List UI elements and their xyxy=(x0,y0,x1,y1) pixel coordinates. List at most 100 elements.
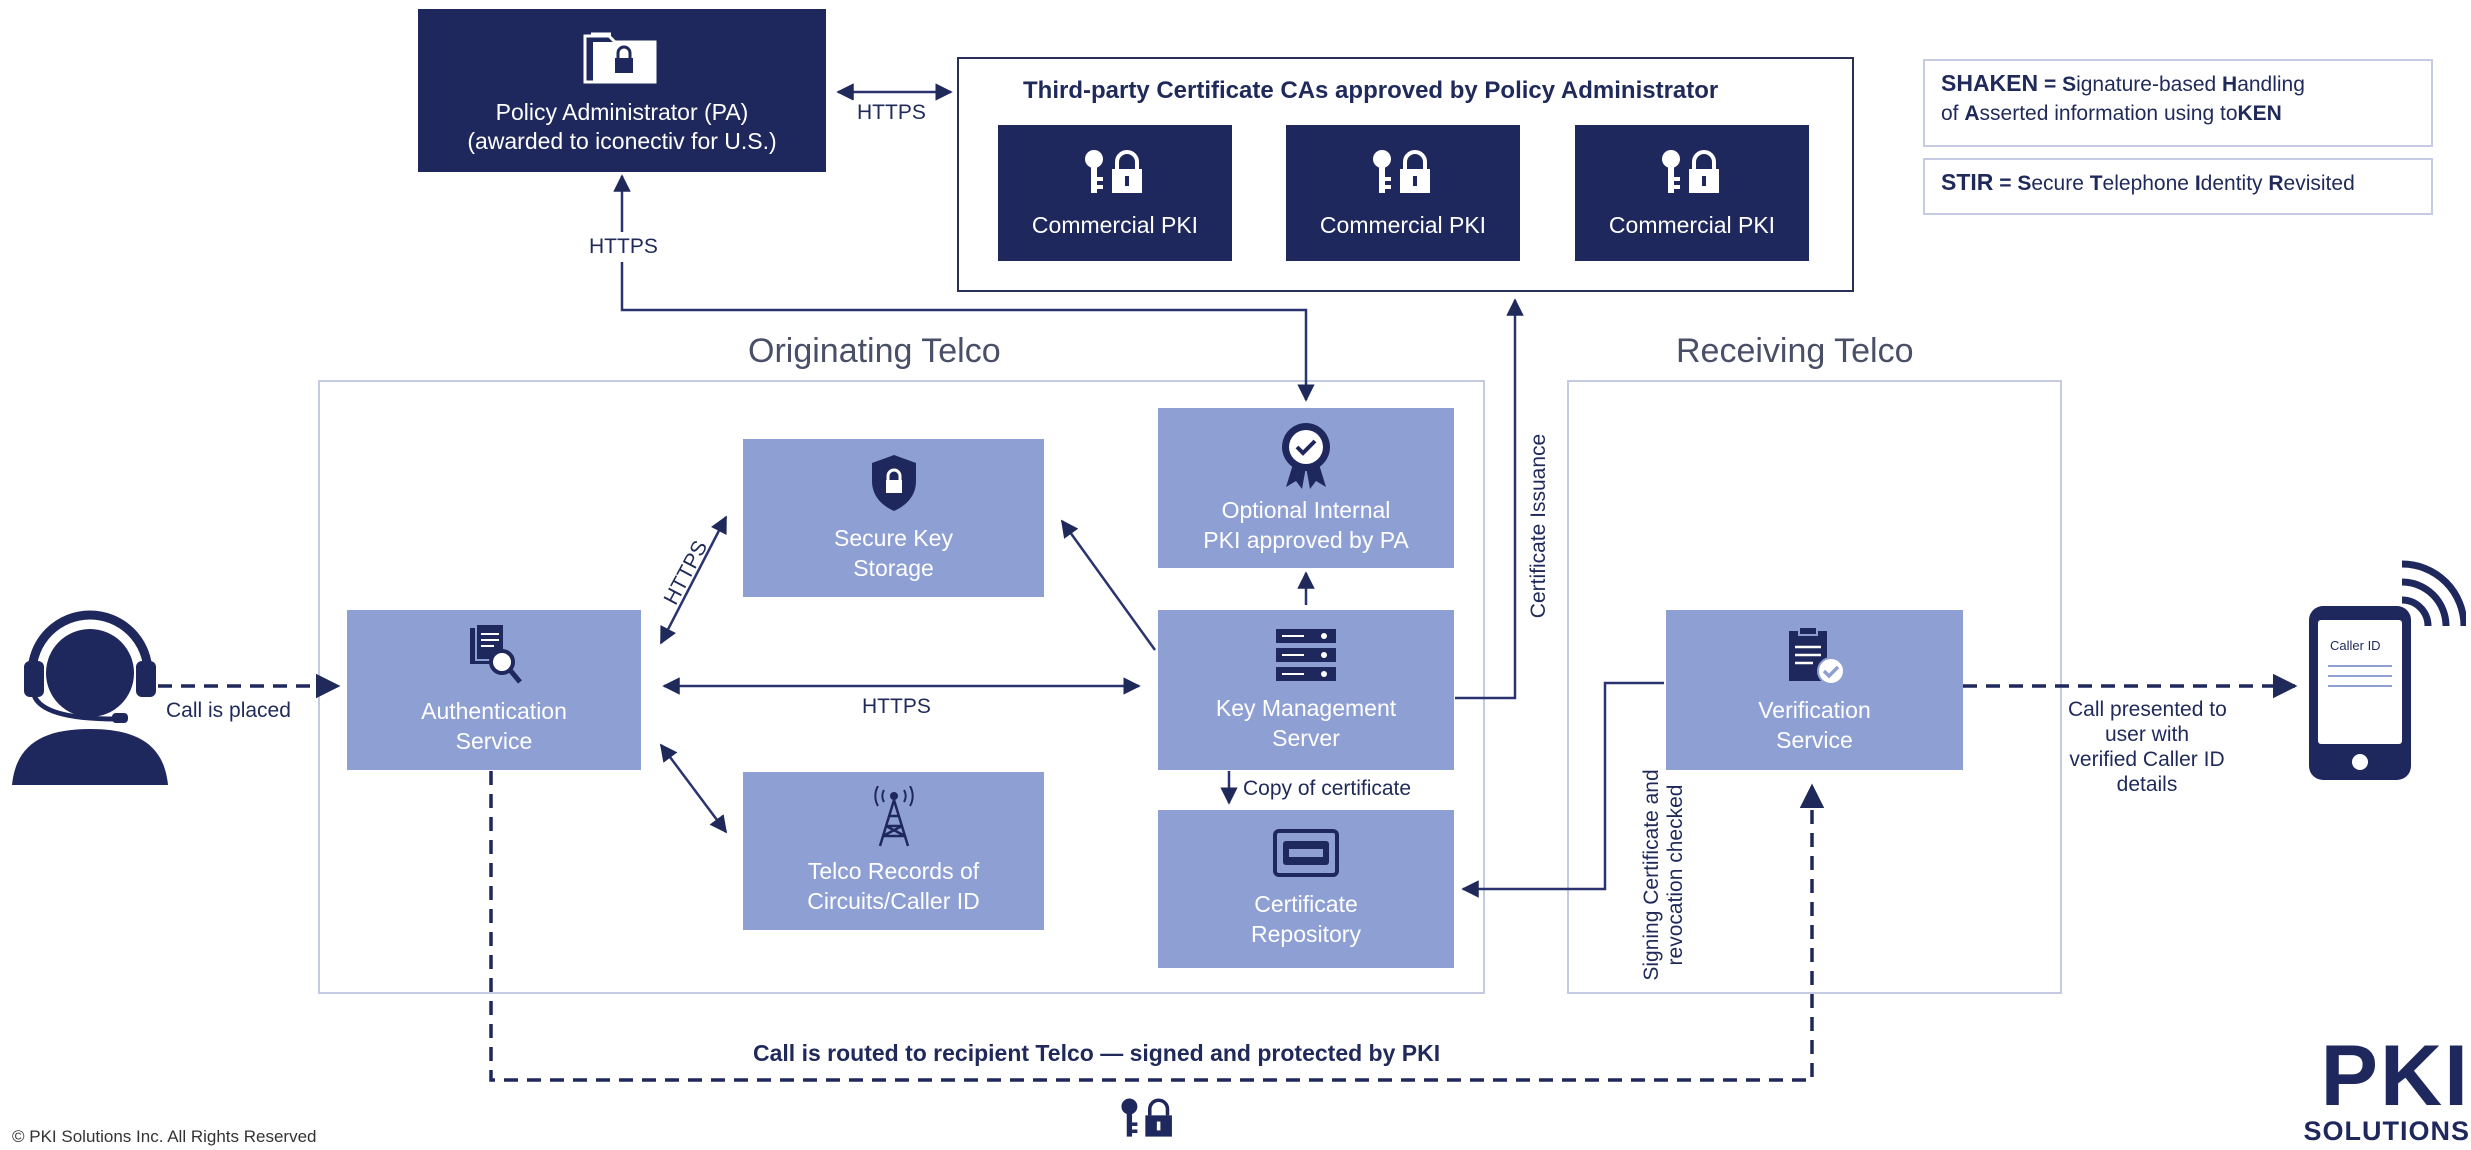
shaken-p2b: H xyxy=(2222,73,2238,96)
award-ribbon-icon xyxy=(1282,423,1330,489)
arrow-kms-ca xyxy=(1455,298,1524,700)
auth-label-2: Service xyxy=(455,728,533,754)
shaken-line-2: of Asserted information using toKEN xyxy=(1941,99,2415,128)
shaken-p5b: KEN xyxy=(2237,102,2282,125)
commercial-pki-label-1: Commercial PKI xyxy=(1031,211,1199,238)
phone-screen-line xyxy=(2328,675,2392,677)
certificate-repository-box: Certificate Repository xyxy=(1158,810,1454,968)
internal-pki-label-1: Optional Internal xyxy=(1221,497,1391,523)
pki-solutions-logo: PKI SOLUTIONS xyxy=(2270,1028,2470,1148)
document-search-icon xyxy=(470,624,522,684)
https-label-auth-kms: HTTPS xyxy=(862,695,931,718)
phone-screen: Caller ID xyxy=(2318,620,2402,744)
stir-p3t: dentity xyxy=(2200,172,2269,195)
authentication-service-box: Authentication Service xyxy=(347,610,641,770)
call-presented-line-4: details xyxy=(2116,773,2178,796)
copyright-text: © PKI Solutions Inc. All Rights Reserved xyxy=(12,1127,317,1146)
signing-line-1: Signing Certificate and xyxy=(1640,769,1663,981)
copy-of-certificate-label: Copy of certificate xyxy=(1243,777,1412,800)
stir-p1b: S xyxy=(2017,172,2032,195)
telco-records-box: Telco Records of Circuits/Caller ID xyxy=(743,772,1044,930)
kms-label-2: Server xyxy=(1272,725,1340,751)
pa-line-2: (awarded to iconectiv for U.S.) xyxy=(467,127,777,154)
shaken-p2t: andling xyxy=(2237,73,2305,96)
shaken-p4b: A xyxy=(1964,102,1980,125)
auth-label-1: Authentication xyxy=(421,698,567,724)
call-routed-label: Call is routed to recipient Telco — sign… xyxy=(753,1040,1441,1066)
server-rack-icon xyxy=(1276,629,1336,681)
signing-line-2: revocation checked xyxy=(1664,784,1687,966)
secure-key-label-1: Secure Key xyxy=(834,525,953,551)
secure-key-storage-box: Secure Key Storage xyxy=(743,439,1044,597)
caller-id-label: Caller ID xyxy=(2330,638,2381,653)
shaken-line-1: SHAKEN = Signature-based Handling xyxy=(1941,69,2415,99)
clipboard-check-icon xyxy=(1788,626,1845,685)
telco-records-label-1: Telco Records of xyxy=(807,858,980,884)
arrow-verify-repo xyxy=(1461,681,1664,898)
certificate-issuance-label: Certificate Issuance xyxy=(1527,433,1550,619)
stir-equals: = xyxy=(1993,172,2018,195)
certificate-card-icon xyxy=(1273,829,1339,877)
internal-pki-box: Optional Internal PKI approved by PA xyxy=(1158,408,1454,568)
shaken-p1b: S xyxy=(2062,73,2077,96)
shaken-legend: SHAKEN = Signature-based Handling of Ass… xyxy=(1923,59,2433,147)
stir-term: STIR xyxy=(1941,169,1994,195)
call-presented-line-1: Call presented to xyxy=(2068,698,2227,721)
commercial-pki-label-2: Commercial PKI xyxy=(1319,211,1487,238)
verification-service-box: Verification Service xyxy=(1666,610,1963,770)
call-presented-line-3: verified Caller ID xyxy=(2069,748,2225,771)
https-label-pa-ca: HTTPS xyxy=(853,100,930,126)
arrow-auth-securekey xyxy=(659,515,728,645)
key-lock-icon xyxy=(1373,149,1430,193)
pa-line-1: Policy Administrator (PA) xyxy=(495,98,749,125)
internal-pki-label-2: PKI approved by PA xyxy=(1203,527,1409,553)
cert-repo-label-2: Repository xyxy=(1251,921,1361,947)
key-management-server-box: Key Management Server xyxy=(1158,610,1454,770)
shaken-term: SHAKEN xyxy=(1941,70,2039,96)
originating-telco-title: Originating Telco xyxy=(748,332,1001,370)
cert-repo-label-1: Certificate xyxy=(1254,891,1358,917)
secure-key-label-2: Storage xyxy=(853,555,934,581)
stir-p2t: elephone xyxy=(2102,172,2195,195)
shaken-p4t: sserted information using to xyxy=(1979,102,2238,125)
phone-screen-line xyxy=(2328,685,2392,687)
key-lock-icon xyxy=(1085,149,1142,193)
shaken-equals: = xyxy=(2038,73,2063,96)
caller-headset-icon xyxy=(12,610,168,785)
phone-device: Caller ID xyxy=(2309,606,2411,780)
call-is-placed-label: Call is placed xyxy=(166,699,291,722)
radio-tower-icon xyxy=(873,786,914,847)
stir-p3b: I xyxy=(2194,172,2201,195)
wifi-signal-icon xyxy=(2401,560,2466,627)
stir-p1t: ecure xyxy=(2031,172,2090,195)
kms-label-1: Key Management xyxy=(1215,695,1397,721)
shaken-p1t: ignature-based xyxy=(2076,73,2223,96)
commercial-pki-box-1: Commercial PKI xyxy=(998,125,1232,261)
stir-legend: STIR = Secure Telephone Identity Revisit… xyxy=(1923,158,2433,215)
call-presented-label: Call presented to user with verified Cal… xyxy=(2068,697,2227,797)
shield-lock-icon xyxy=(871,455,916,511)
policy-administrator-box: Policy Administrator (PA) (awarded to ic… xyxy=(418,9,826,172)
verification-label-2: Service xyxy=(1776,727,1853,753)
receiving-telco-title: Receiving Telco xyxy=(1676,332,1914,370)
commercial-pki-box-3: Commercial PKI xyxy=(1575,125,1809,261)
arrow-call-routed xyxy=(489,771,1825,1082)
phone-screen-line xyxy=(2328,665,2392,667)
key-lock-icon xyxy=(1662,149,1719,193)
https-label-pa-vertical: HTTPS xyxy=(585,232,662,262)
stir-p4t: evisited xyxy=(2283,172,2355,195)
arrow-auth-records xyxy=(659,743,728,834)
logo-subtext: SOLUTIONS xyxy=(2303,1116,2470,1146)
shaken-p3t: of xyxy=(1941,102,1965,125)
commercial-pki-label-3: Commercial PKI xyxy=(1608,211,1776,238)
key-lock-icon xyxy=(1121,1098,1172,1137)
signing-certificate-label: Signing Certificate and revocation check… xyxy=(1640,730,1688,1020)
logo-text: PKI xyxy=(2320,1028,2470,1124)
third-party-title: Third-party Certificate CAs approved by … xyxy=(1023,77,1719,104)
folder-lock-icon xyxy=(583,32,657,83)
commercial-pki-box-2: Commercial PKI xyxy=(1286,125,1520,261)
arrow-kms-securekey xyxy=(1060,519,1157,651)
call-presented-line-2: user with xyxy=(2104,723,2190,746)
stir-p2b: T xyxy=(2089,172,2103,195)
stir-p4b: R xyxy=(2268,172,2284,195)
